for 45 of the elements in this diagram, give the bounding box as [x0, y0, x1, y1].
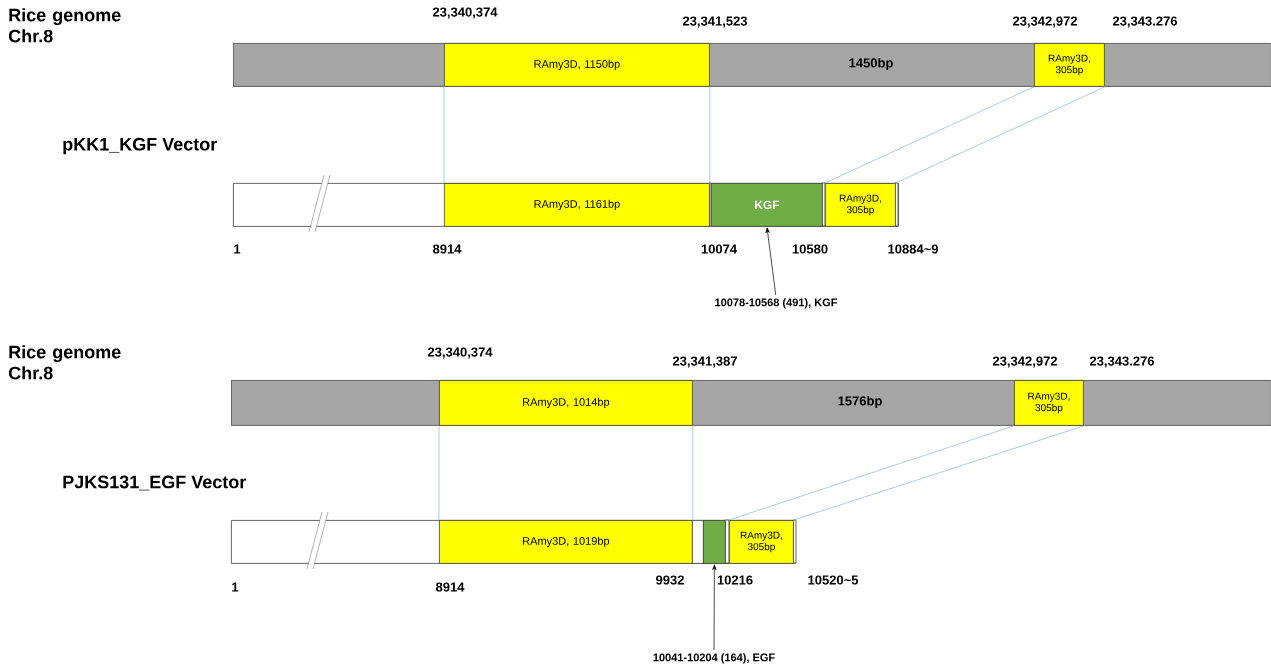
mapping-line: [728, 425, 1015, 521]
coordinate-label: 8914: [435, 582, 465, 592]
coordinate-label: 23,341,387: [672, 356, 737, 368]
annotation-text: 10078-10568 (491), KGF: [715, 298, 838, 309]
mapping-line: [692, 425, 694, 521]
spacer-segment: [692, 520, 704, 564]
heading: PJKS131_EGF Vector: [63, 475, 246, 491]
coordinate-label: 1: [234, 244, 241, 254]
coordinate-label: 9932: [656, 575, 684, 585]
insert-segment: [703, 520, 726, 564]
heading: Rice genome Chr.8: [8, 345, 121, 380]
heading: Rice genome Chr.8: [8, 8, 121, 43]
gene-segment: RAmy3D, 305bp: [729, 520, 794, 564]
coordinate-label: 23,342,972: [1012, 16, 1077, 28]
coordinate-label: 10216: [717, 575, 753, 585]
mapping-line: [438, 425, 440, 521]
gene-segment: RAmy3D, 305bp: [825, 183, 896, 227]
gene-segment: RAmy3D, 305bp: [1034, 43, 1105, 87]
coordinate-label: 23,343.276: [1112, 16, 1178, 28]
mapping-line: [824, 86, 1035, 184]
annotation-text: 10041-10204 (164), EGF: [653, 653, 775, 664]
gene-segment: RAmy3D, 1019bp: [439, 520, 693, 564]
gene-segment: RAmy3D, 1014bp: [439, 380, 693, 426]
gene-segment: RAmy3D, 1150bp: [444, 43, 710, 87]
coordinate-label: 10074: [701, 244, 737, 254]
gene-segment: RAmy3D, 305bp: [1014, 380, 1084, 426]
coordinate-label: 10884~9: [888, 244, 938, 254]
coordinate-label: 23,341,523: [682, 16, 748, 28]
coordinate-label: 8914: [432, 244, 462, 254]
heading: pKK1_KGF Vector: [63, 137, 217, 155]
coordinate-label: 1: [232, 582, 239, 592]
mapping-line: [443, 86, 445, 184]
arrow: [712, 564, 717, 651]
coordinate-label: 23,340,374: [432, 7, 498, 19]
insert-segment: KGF: [711, 183, 823, 227]
coordinate-label: 10580: [792, 244, 828, 254]
mapping-line: [895, 86, 1106, 184]
coordinate-label: 23,342,972: [992, 356, 1057, 368]
arrow: [765, 227, 777, 296]
coordinate-label: 10520~5: [808, 575, 859, 585]
mapping-line: [709, 86, 711, 184]
mapping-line: [793, 425, 1085, 521]
gene-segment: RAmy3D, 1161bp: [444, 183, 710, 227]
coordinate-label: 23,340,374: [427, 347, 493, 359]
coordinate-label: 23,343.276: [1089, 356, 1155, 368]
